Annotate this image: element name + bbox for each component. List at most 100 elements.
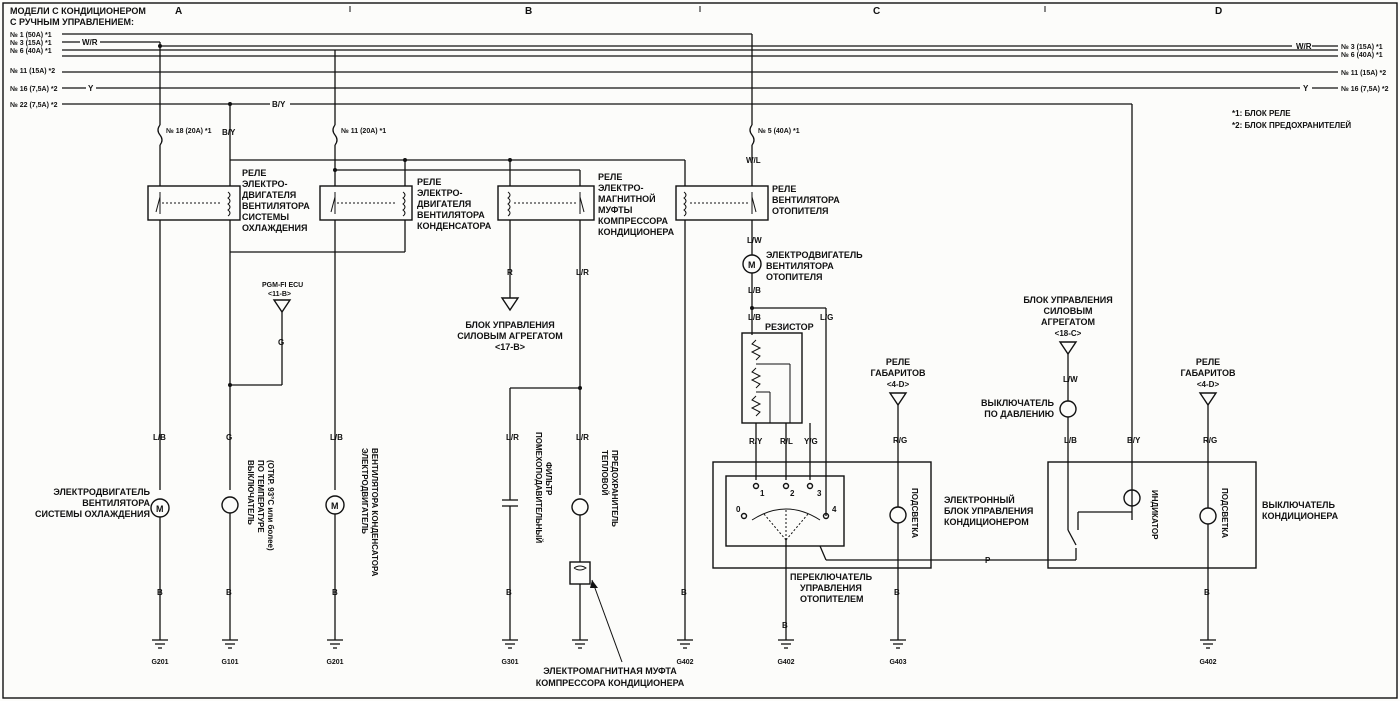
switch-pos-4: 4: [832, 505, 837, 514]
lamp-relay1-label-2: ГАБАРИТОВ: [871, 368, 926, 378]
relay-condenser-fan: РЕЛЕ ЭЛЕКТРО- ДВИГАТЕЛЯ ВЕНТИЛЯТОРА КОНД…: [319, 177, 492, 231]
pcm-block-label-3: <17-B>: [495, 342, 525, 352]
lamp-relay2-label-1: РЕЛЕ: [1196, 357, 1220, 367]
relay-cooling-label-5: СИСТЕМЫ: [242, 212, 289, 222]
heater-motor-label-1: ЭЛЕКТРОДВИГАТЕЛЬ: [766, 250, 863, 260]
ground-icon: [572, 639, 588, 649]
svg-text:M: M: [748, 260, 756, 270]
wire-label-rg-1: R/G: [893, 436, 907, 445]
cooling-motor-label-3: СИСТЕМЫ ОХЛАЖДЕНИЯ: [35, 509, 150, 519]
clutch-coil-label-1: ЭЛЕКТРОМАГНИТНАЯ МУФТА: [543, 666, 677, 676]
ground-icon: [890, 639, 906, 649]
bus-wr-right-label: W/R: [1296, 42, 1312, 51]
relay-cooling-label-1: РЕЛЕ: [242, 168, 266, 178]
filter-label: ПОМЕХОПОДАВИТЕЛЬНЫЙ ФИЛЬТР: [534, 432, 553, 543]
wire-label-b-1: B: [157, 588, 163, 597]
relay-cooling-fan: РЕЛЕ ЭЛЕКТРО- ДВИГАТЕЛЯ ВЕНТИЛЯТОРА СИСТ…: [147, 168, 310, 233]
fuse-18-label: № 18 (20А) *1: [166, 127, 212, 135]
relay-heater-label-2: ВЕНТИЛЯТОРА: [772, 195, 840, 205]
relay-cooling-label-3: ДВИГАТЕЛЯ: [242, 190, 296, 200]
condenser-motor-label: ЭЛЕКТРОДВИГАТЕЛЬ ВЕНТИЛЯТОРА КОНДЕНСАТОР…: [360, 448, 379, 577]
thermal-fuse-label-1: ТЕПЛОВОЙ: [600, 450, 609, 496]
wire-label-b-7: B: [894, 588, 900, 597]
lamp-relay1-label-1: РЕЛЕ: [886, 357, 910, 367]
wire-label-by-2: B/Y: [1127, 436, 1141, 445]
temp-switch-icon: [221, 496, 239, 514]
ac-switch-label-1: ВЫКЛЮЧАТЕЛЬ: [1262, 500, 1335, 510]
cooling-motor-label-1: ЭЛЕКТРОДВИГАТЕЛЬ: [53, 487, 150, 497]
wire-label-lb-1: L/B: [153, 433, 166, 442]
pcm-ecu-label-2: <11-B>: [268, 291, 291, 298]
wire-label-g-2: G: [278, 338, 284, 347]
backlight-lamp-icon-1: [889, 506, 907, 524]
switch-pos-2: 2: [790, 489, 795, 498]
wire-label-lb-2: L/B: [330, 433, 343, 442]
thermal-fuse-label: ТЕПЛОВОЙ ПРЕДОХРАНИТЕЛЬ: [600, 450, 619, 527]
wire-label-lr-3: L/R: [506, 433, 519, 442]
thermal-fuse-label-2: ПРЕДОХРАНИТЕЛЬ: [610, 450, 619, 527]
relay-clutch-label-2: ЭЛЕКТРО-: [598, 183, 643, 193]
pcm-block2-label-3: АГРЕГАТОМ: [1041, 317, 1095, 327]
wire-label-p: P: [985, 556, 991, 565]
ground-label-8: G402: [1199, 659, 1216, 666]
heater-switch-label-2: УПРАВЛЕНИЯ: [800, 583, 862, 593]
wire-label-b-3: B: [332, 588, 338, 597]
heater-motor-label-3: ОТОПИТЕЛЯ: [766, 272, 823, 282]
condenser-motor-label-1: ЭЛЕКТРОДВИГАТЕЛЬ: [360, 448, 369, 534]
relay-clutch: РЕЛЕ ЭЛЕКТРО- МАГНИТНОЙ МУФТЫ КОМПРЕССОР…: [497, 172, 675, 237]
note-relay-block: *1: БЛОК РЕЛЕ: [1232, 109, 1291, 118]
indicator-label: ИНДИКАТОР: [1150, 490, 1159, 540]
fuses: № 18 (20А) *1 № 11 (20А) *1 № 5 (40А) *1…: [157, 124, 800, 165]
backlight-label-2: ПОДСВЕТКА: [1220, 488, 1229, 538]
relay-condenser-label-1: РЕЛЕ: [417, 177, 441, 187]
ac-switch-unit: [1047, 461, 1257, 569]
wire-label-r-1: R: [507, 268, 513, 277]
ac-switch-label-2: КОНДИЦИОНЕРА: [1262, 511, 1339, 521]
section-c-label: C: [873, 6, 880, 17]
fuse-5-label: № 5 (40А) *1: [758, 127, 800, 135]
wire-label-b-4: B: [506, 588, 512, 597]
ac-switch-contact[interactable]: [1067, 529, 1077, 546]
switch-pos-1: 1: [760, 489, 765, 498]
wire-label-b-5: B: [681, 588, 687, 597]
temp-switch-label-1: ВЫКЛЮЧАТЕЛЬ: [246, 460, 255, 525]
wire-label-lw-1: L/W: [747, 236, 762, 245]
header-title-line1: МОДЕЛИ С КОНДИЦИОНЕРОМ: [10, 6, 146, 16]
lamp-relay2-label-2: ГАБАРИТОВ: [1181, 368, 1236, 378]
power-buses: № 1 (50А) *1 № 3 (15А) *1 № 6 (40А) *1 №…: [10, 31, 1389, 520]
pcm-block2-label-4: <18-C>: [1055, 329, 1082, 338]
ground-icon: [152, 639, 168, 649]
ground-label-4: G301: [501, 659, 518, 666]
wire-label-yg: Y/G: [804, 437, 818, 446]
heater-switch-box: [725, 475, 845, 547]
bus-y-left-label: Y: [88, 84, 94, 93]
wire-label-by-1: B/Y: [222, 128, 236, 137]
section-b-label: B: [525, 6, 532, 17]
clutch-coil-icon: [569, 561, 591, 585]
cooling-motor-label-2: ВЕНТИЛЯТОРА: [82, 498, 150, 508]
wire-label-rg-2: R/G: [1203, 436, 1217, 445]
bus-label-left-3: № 6 (40А) *1: [10, 47, 52, 55]
pcm-ecu-connector-icon: [272, 299, 292, 314]
svg-text:M: M: [156, 504, 164, 514]
pcm-connector-icon-2: [1058, 341, 1078, 356]
header-title-line2: С РУЧНЫМ УПРАВЛЕНИЕМ:: [10, 17, 134, 27]
lamp-relay1-label-3: <4-D>: [887, 380, 910, 389]
relay-heater-label-1: РЕЛЕ: [772, 184, 796, 194]
bus-label-right-4: № 16 (7,5А) *2: [1341, 85, 1389, 93]
wire-label-b-2: B: [226, 588, 232, 597]
pcm-block-label-2: СИЛОВЫМ АГРЕГАТОМ: [457, 331, 563, 341]
temp-switch-label-2: ПО ТЕМПЕРАТУРЕ: [256, 460, 265, 533]
resistor-label: РЕЗИСТОР: [765, 322, 814, 332]
note-fuse-block: *2: БЛОК ПРЕДОХРАНИТЕЛЕЙ: [1232, 121, 1351, 130]
relay-heater-fan: РЕЛЕ ВЕНТИЛЯТОРА ОТОПИТЕЛЯ: [675, 184, 840, 221]
ground-icon: [222, 639, 238, 649]
pressure-switch-label-1: ВЫКЛЮЧАТЕЛЬ: [981, 398, 1054, 408]
wire-label-lr-2: L/R: [576, 433, 589, 442]
pcm-block2-label-1: БЛОК УПРАВЛЕНИЯ: [1023, 295, 1112, 305]
wire-label-lb-5: L/B: [1064, 436, 1077, 445]
control-unit-label-1: ЭЛЕКТРОННЫЙ: [944, 494, 1015, 505]
temp-switch-label: ВЫКЛЮЧАТЕЛЬ ПО ТЕМПЕРАТУРЕ (ОТКР. 93°C и…: [246, 460, 275, 551]
ground-label-6: G402: [777, 659, 794, 666]
